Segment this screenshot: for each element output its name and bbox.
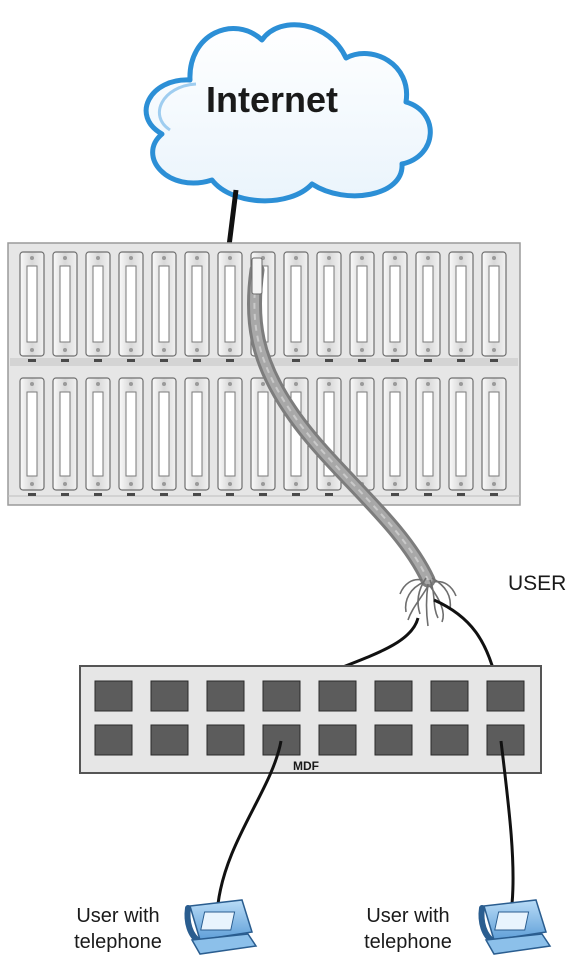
line-card-slot (481, 377, 507, 496)
user-label: USER (508, 572, 566, 595)
mdf-port (206, 724, 245, 756)
line-card-slot (52, 377, 78, 496)
mdf-port (430, 680, 469, 712)
mdf-port (94, 680, 133, 712)
mdf-port (318, 680, 357, 712)
mdf-panel-icon (79, 665, 542, 774)
mdf-port (262, 680, 301, 712)
line-card-slot (448, 377, 474, 496)
line-card-slot (151, 377, 177, 496)
line-card-slot (382, 377, 408, 496)
line-card-slot (415, 251, 441, 362)
telephone-icon (184, 899, 258, 955)
line-card-slot (283, 251, 309, 362)
telephone-left: User with telephone (74, 899, 258, 955)
telephone-right-label-line1: User with (366, 905, 449, 927)
mdf-panel: MDF (79, 665, 542, 774)
mdf-port (374, 680, 413, 712)
mdf-port (150, 680, 189, 712)
mdf-port (318, 724, 357, 756)
telephone-left-label-line2: telephone (74, 931, 162, 953)
internet-cloud: Internet (143, 22, 433, 204)
line-card-slot (415, 377, 441, 496)
mdf-port (262, 724, 301, 756)
telephone-right-label-line2: telephone (364, 931, 452, 953)
line-card-slot (349, 251, 375, 362)
telephone-right: User with telephone (364, 899, 552, 955)
line-card-slot (19, 251, 45, 362)
cable-bundle (246, 257, 457, 627)
uplink-cable (226, 189, 239, 247)
line-card-slot (217, 377, 243, 496)
mdf-port (486, 724, 525, 756)
internet-label: Internet (206, 79, 338, 120)
mdf-port (486, 680, 525, 712)
line-card-slot (481, 251, 507, 362)
line-card-slot (85, 251, 111, 362)
line-card-slot (184, 251, 210, 362)
mdf-port (94, 724, 133, 756)
line-card-slot (217, 251, 243, 362)
mdf-port (150, 724, 189, 756)
line-card-slot (316, 251, 342, 362)
phone-line-right (499, 740, 515, 905)
line-card-slot (448, 251, 474, 362)
line-card-slot (19, 377, 45, 496)
line-card-slot (118, 251, 144, 362)
mdf-label: MDF (293, 759, 319, 773)
phone-line-left (216, 740, 283, 905)
line-card-slot (118, 377, 144, 496)
line-card-slot (85, 377, 111, 496)
cloud-icon (143, 22, 433, 204)
line-card-slot (382, 251, 408, 362)
mdf-port (206, 680, 245, 712)
line-card-slot (250, 377, 276, 496)
telephone-icon (478, 899, 552, 955)
mdf-port (374, 724, 413, 756)
mdf-port (430, 724, 469, 756)
line-card-slot (184, 377, 210, 496)
line-card-slot (52, 251, 78, 362)
telephone-left-label-line1: User with (76, 905, 159, 927)
line-card-slot (151, 251, 177, 362)
